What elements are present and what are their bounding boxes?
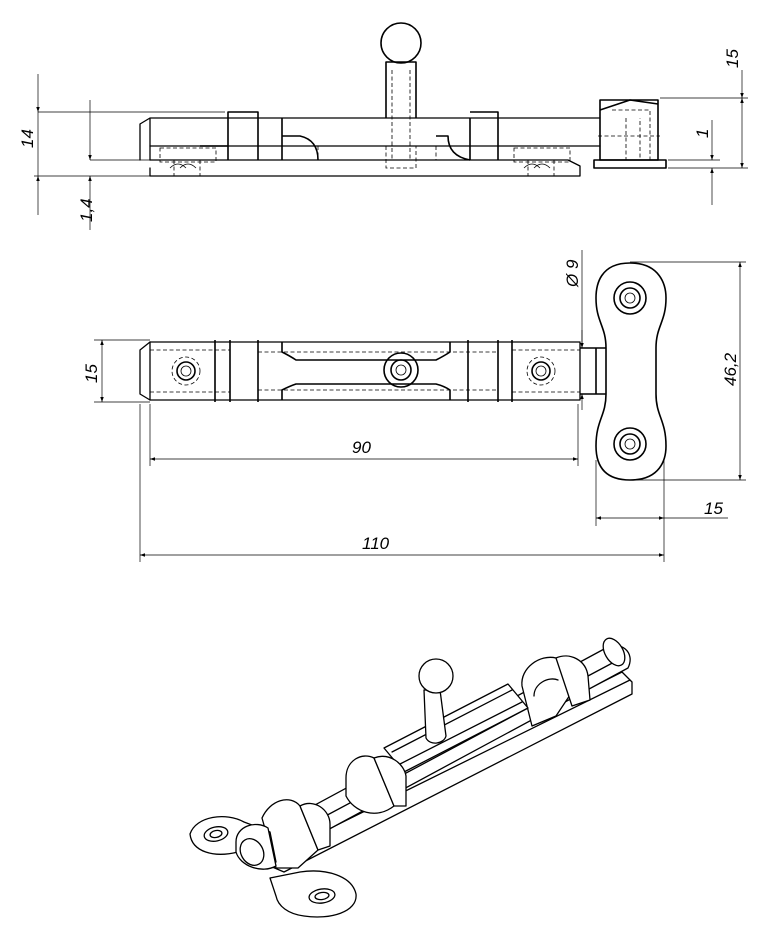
front-left-bracket xyxy=(200,111,259,160)
front-middle-sleeve xyxy=(281,118,471,161)
dim-top-catch-plate: 1 xyxy=(693,129,712,138)
plan-catch xyxy=(580,262,667,481)
dim-overall-length: 110 xyxy=(362,534,390,553)
front-catch xyxy=(593,99,667,169)
front-dimensions: 14 1,4 15 1 xyxy=(18,49,748,230)
front-knob-stem xyxy=(385,61,417,118)
front-view xyxy=(139,22,667,177)
iso-right-bracket xyxy=(521,655,591,727)
dim-plan-width: 15 xyxy=(82,364,101,383)
iso-left-bracket xyxy=(261,799,331,869)
dim-body-length: 90 xyxy=(352,438,371,457)
plan-left-hole xyxy=(171,356,201,386)
front-knob-ball xyxy=(380,22,422,64)
dim-top-plate: 1,4 xyxy=(77,198,96,222)
plan-sleeve-slot xyxy=(281,342,451,361)
isometric-view xyxy=(189,637,633,918)
front-bolt-rod xyxy=(139,117,601,161)
plan-plate xyxy=(149,341,581,401)
plan-knob-hole xyxy=(383,352,419,388)
iso-middle-sleeve xyxy=(345,683,529,814)
dim-top-height: 14 xyxy=(18,129,37,148)
plan-right-hole xyxy=(526,356,556,386)
dim-catch-width: 15 xyxy=(704,499,723,518)
front-right-bracket xyxy=(470,111,499,160)
plan-view xyxy=(139,262,667,481)
dim-top-catch: 15 xyxy=(723,49,742,68)
iso-catch xyxy=(189,816,357,918)
dim-hole-diameter: Ø 9 xyxy=(563,259,582,288)
front-right-rivet xyxy=(513,147,571,176)
plan-dimensions: 15 Ø 9 46,2 15 90 110 xyxy=(82,250,746,562)
iso-knob xyxy=(418,658,454,744)
front-left-rivet xyxy=(159,147,217,176)
dim-catch-span: 46,2 xyxy=(721,352,740,386)
iso-bolt-end xyxy=(602,637,626,667)
